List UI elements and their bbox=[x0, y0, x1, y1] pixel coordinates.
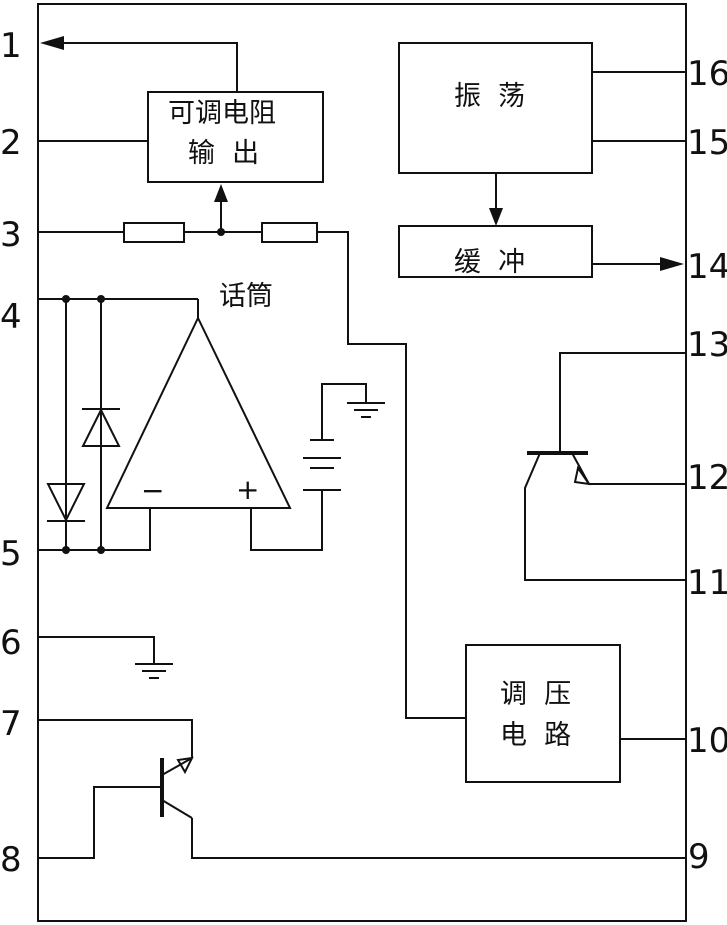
tap-arrow bbox=[214, 184, 228, 202]
opamp-plus-label: + bbox=[236, 473, 260, 506]
pin-9-label: 9 bbox=[688, 837, 710, 877]
oscillator-label: 振 荡 bbox=[454, 81, 526, 112]
pin-5-label: 5 bbox=[0, 534, 22, 574]
regulator-label: 调 压 bbox=[500, 679, 572, 710]
pin-7-label: 7 bbox=[0, 704, 22, 744]
buffer-label: 缓 冲 bbox=[454, 247, 526, 278]
pin-8-label: 8 bbox=[0, 840, 22, 880]
pin6-wire bbox=[38, 636, 155, 664]
adjustable-resistor-block bbox=[147, 91, 324, 183]
battery-to-ground bbox=[321, 383, 367, 440]
resistor-right bbox=[261, 222, 318, 243]
pin-12-label: 12 bbox=[687, 458, 727, 498]
pin-3-label: 3 bbox=[0, 215, 22, 255]
ic-outline bbox=[37, 3, 687, 922]
buffer-block bbox=[398, 225, 593, 278]
regulator-block bbox=[465, 644, 621, 783]
pin12-wire bbox=[571, 452, 686, 485]
pin-1-label: 1 bbox=[0, 26, 22, 66]
pin-16-label: 16 bbox=[687, 54, 727, 94]
pin11-wire bbox=[524, 452, 686, 581]
opamp-minus-label: − bbox=[141, 474, 165, 507]
pin-15-label: 15 bbox=[687, 123, 727, 163]
pin5-wire bbox=[38, 508, 151, 551]
diode-down bbox=[46, 483, 86, 523]
opamp-triangle bbox=[105, 315, 292, 509]
pin-10-label: 10 bbox=[687, 721, 727, 761]
pin1-arrow bbox=[40, 36, 64, 50]
pin-14-label: 14 bbox=[687, 247, 727, 287]
plus-input-wire bbox=[250, 490, 323, 551]
pin-11-label: 11 bbox=[687, 563, 727, 603]
pin-6-label: 6 bbox=[0, 623, 22, 663]
pin9-wire bbox=[191, 818, 686, 859]
microphone-label: 话筒 bbox=[219, 281, 273, 312]
diode-up bbox=[81, 407, 121, 447]
pin-13-label: 13 bbox=[687, 325, 727, 365]
pin13-wire bbox=[559, 352, 686, 453]
regulator-circuit-label: 电 路 bbox=[500, 720, 572, 751]
pin-4-label: 4 bbox=[0, 297, 22, 337]
resistor-left bbox=[123, 222, 185, 243]
pin8-wire bbox=[38, 786, 162, 859]
regulator-feed-wire bbox=[317, 231, 466, 719]
pin1-wire bbox=[60, 42, 238, 92]
adjustable-resistor-label: 可调电阻 bbox=[168, 98, 276, 129]
adjustable-resistor-output-label: 输 出 bbox=[188, 138, 260, 169]
pin7-wire bbox=[38, 719, 193, 758]
pin-2-label: 2 bbox=[0, 123, 22, 163]
